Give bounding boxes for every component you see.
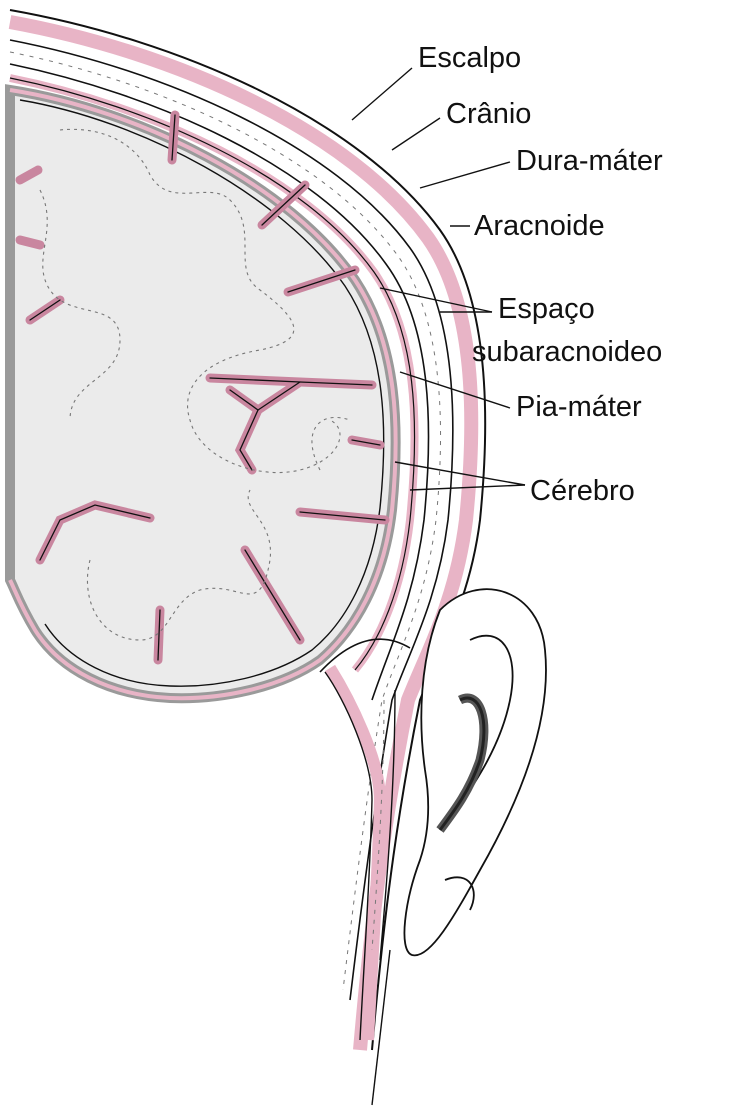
label-scalp: Escalpo xyxy=(418,44,521,73)
label-pia-mater: Pia-máter xyxy=(516,393,642,422)
label-subarachnoid-space-line2: subaracnoideo xyxy=(472,338,662,367)
label-dura-mater: Dura-máter xyxy=(516,147,663,176)
label-subarachnoid-space-line1: Espaço xyxy=(498,295,595,324)
label-skull: Crânio xyxy=(446,100,531,129)
label-brain: Cérebro xyxy=(530,477,635,506)
brain xyxy=(10,90,396,698)
label-arachnoid: Aracnoide xyxy=(474,212,605,241)
